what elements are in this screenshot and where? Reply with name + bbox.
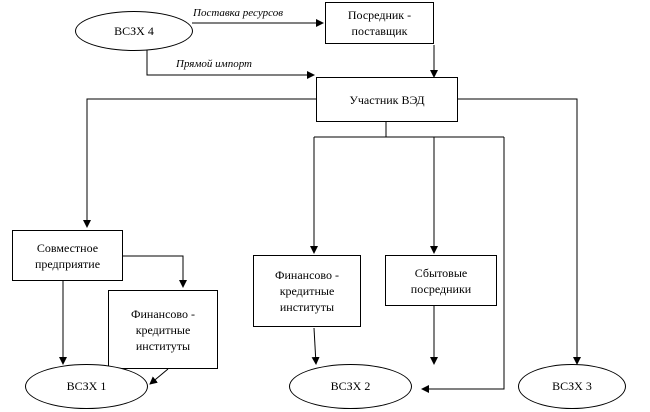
node-finansovo-kreditnye-left: Финансово - кредитные институты [108, 290, 218, 369]
node-vszh1: ВСЗХ 1 [25, 364, 148, 409]
node-vszh4: ВСЗХ 4 [75, 11, 193, 51]
node-posrednik-postavshchik: Посредник - поставщик [325, 2, 434, 44]
edge-label-import: Прямой импорт [176, 58, 253, 70]
node-sbytovye-posredniki: Сбытовые посредники [385, 255, 497, 306]
node-uchastnik-ved: Участник ВЭД [316, 77, 458, 122]
node-vszh2: ВСЗХ 2 [289, 364, 412, 409]
node-finansovo-kreditnye-mid: Финансово - кредитные институты [253, 255, 361, 327]
node-vszh3: ВСЗХ 3 [518, 364, 626, 409]
edge-label-postavka: Поставка ресурсов [193, 7, 283, 19]
node-sovmestnoe-predpriyatie: Совместное предприятие [12, 230, 123, 281]
